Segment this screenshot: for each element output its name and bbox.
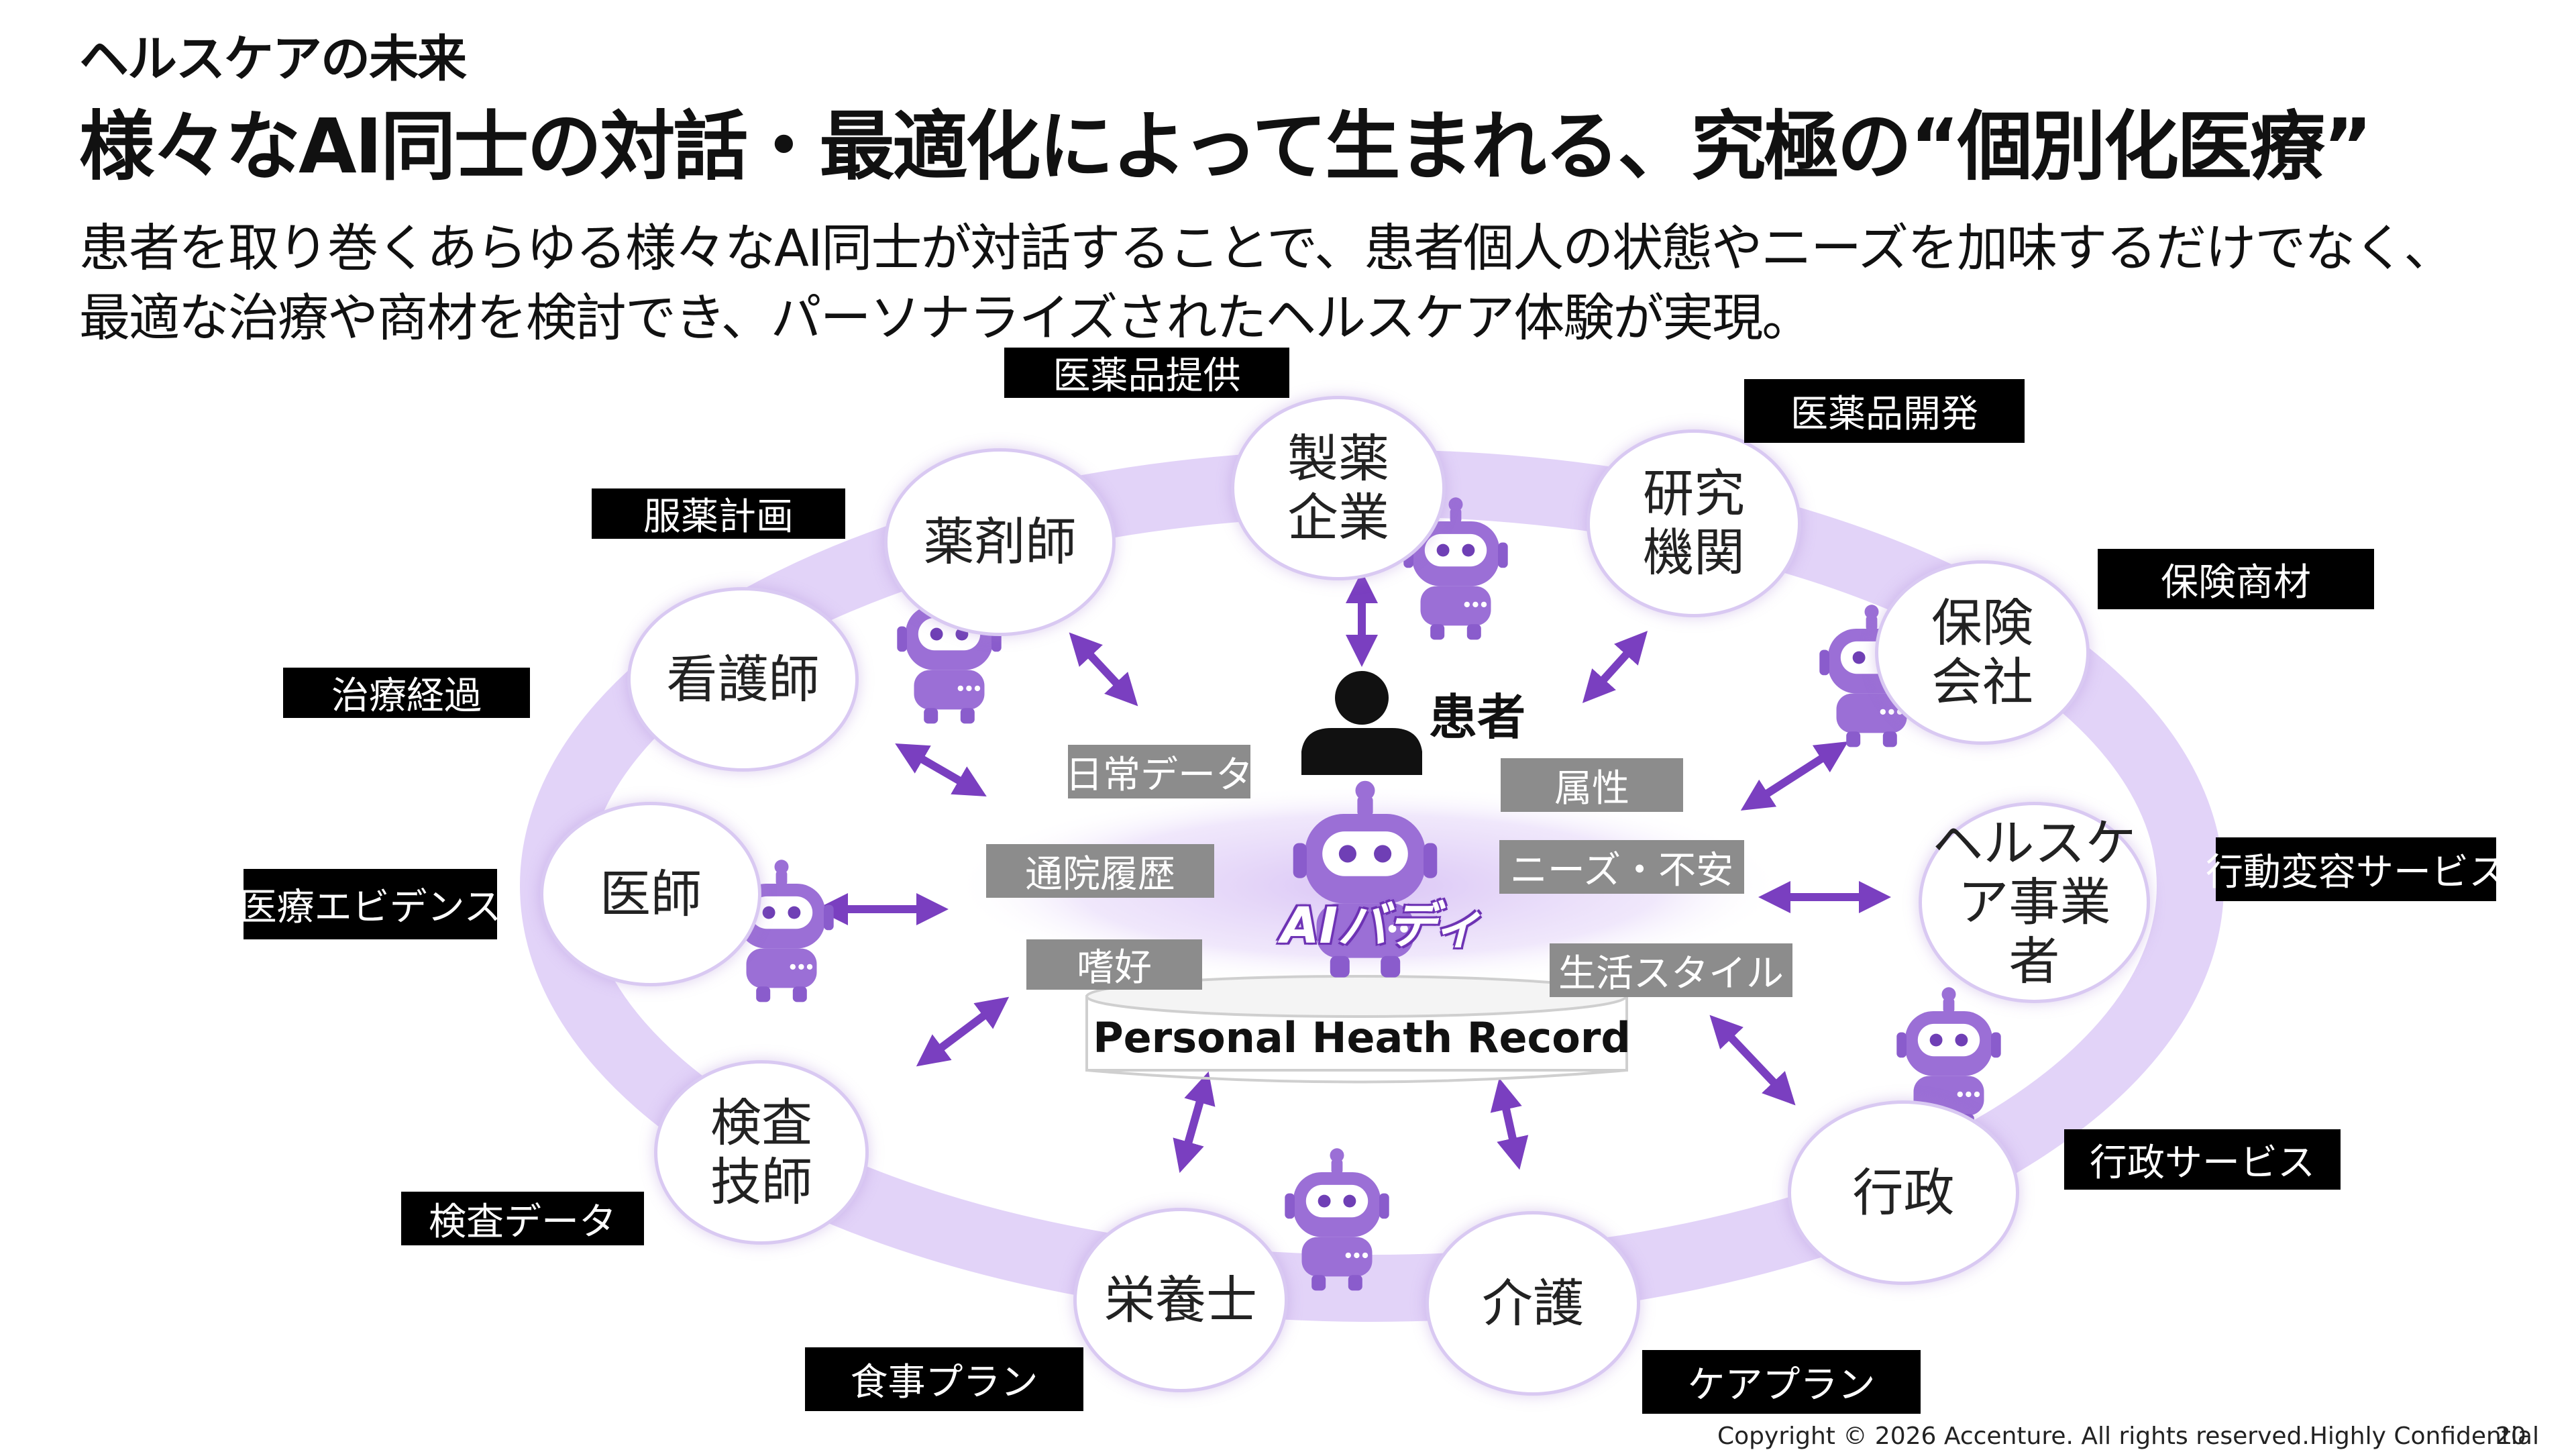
arrow-insurance [1740,741,1849,811]
tag-insurance-products: 保険商材 [2098,549,2374,609]
page-title: 様々なAI同士の対話・最適化によって生まれる、究極の“個別化医療” [79,103,2373,191]
node-insurance: 保険 会社 [1875,560,2090,745]
tag-care-plan: ケアプラン [1642,1350,1921,1414]
tag-treatment-progress: 治療経過 [283,668,530,718]
patient-label: 患者 [1429,689,1526,745]
ai-buddy-label: AIバディ [1281,897,1483,955]
page-kicker: ヘルスケアの未来 [79,30,467,88]
subtitle-line-2: 最適な治療や商材を検討でき、パーソナライズされたヘルスケア体験が実現。 [79,288,1813,348]
node-pharmacist: 薬剤師 [884,448,1116,636]
arrow-care [1490,1078,1529,1170]
arrow-nurse [895,743,987,797]
subtitle-line-1: 患者を取り巻くあらゆる様々なAI同士が対話することで、患者個人の状態やニーズを加… [79,218,2455,278]
data-tag-attributes: 属性 [1501,758,1683,812]
data-tag-preferences: 嗜好 [1026,939,1202,990]
tag-behavior-service: 行動変容サービス [2206,837,2506,901]
tag-meal-plan: 食事プラン [805,1347,1083,1411]
arrow-research [1582,631,1648,703]
tag-test-data: 検査データ [401,1192,644,1245]
node-doctor: 医師 [540,802,761,986]
tag-drug-supply: 医薬品提供 [1004,348,1289,398]
node-research: 研究 機関 [1587,429,1801,617]
data-tag-needs: ニーズ・不安 [1499,840,1744,894]
page-subtitle: 患者を取り巻くあらゆる様々なAI同士が対話することで、患者個人の状態やニーズを加… [79,213,2494,353]
arrow-government [1709,1015,1796,1106]
node-healthcare-provider: ヘルスケ ア事業 者 [1919,802,2150,1003]
phr-label: Personal Heath Record [1093,1013,1631,1062]
tag-drug-development: 医薬品開発 [1744,379,2025,443]
node-care: 介護 [1426,1211,1640,1396]
data-tag-daily: 日常データ [1065,745,1253,798]
node-government: 行政 [1788,1100,2019,1285]
node-lab-tech: 検査 技師 [654,1060,869,1245]
copyright-footer: Copyright © 2026 Accenture. All rights r… [1717,1422,2539,1450]
data-tag-visit-history: 通院履歴 [986,844,1214,898]
arrow-pharmacist [1069,632,1138,707]
arrow-lab [916,996,1010,1067]
patient-icon [1301,671,1422,775]
tag-medication-plan: 服薬計画 [592,488,845,539]
node-nurse: 看護師 [627,587,859,772]
page-number: 20 [2496,1422,2526,1450]
arrow-nutritionist [1173,1071,1216,1174]
node-nutritionist: 栄養士 [1073,1208,1288,1392]
data-tag-lifestyle: 生活スタイル [1550,943,1792,997]
tag-admin-service: 行政サービス [2064,1129,2341,1190]
node-pharma: 製薬 企業 [1231,396,1446,580]
tag-medical-evidence: 医療エビデンス [239,869,501,939]
